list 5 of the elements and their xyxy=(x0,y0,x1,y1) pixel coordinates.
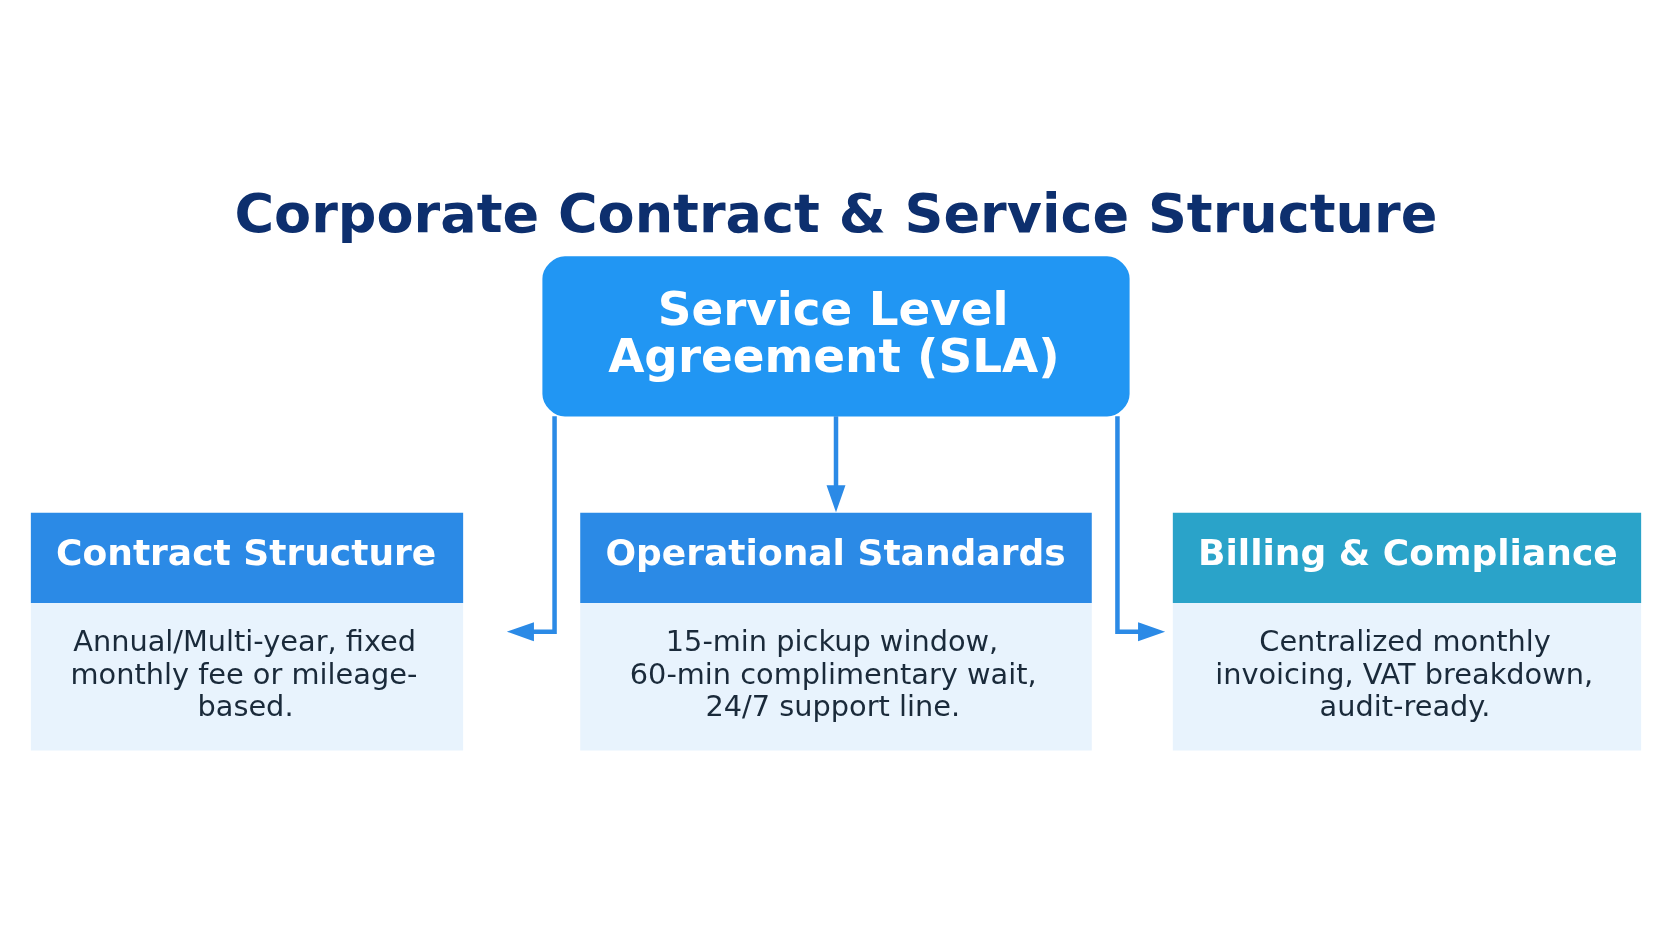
arrow xyxy=(506,416,557,642)
node-box: Service Level Agreement (SLA) xyxy=(542,256,1130,417)
diagram-title: Corporate Contract & Service Structure xyxy=(234,181,1438,245)
arrow xyxy=(1115,416,1166,642)
arrow xyxy=(826,416,846,513)
